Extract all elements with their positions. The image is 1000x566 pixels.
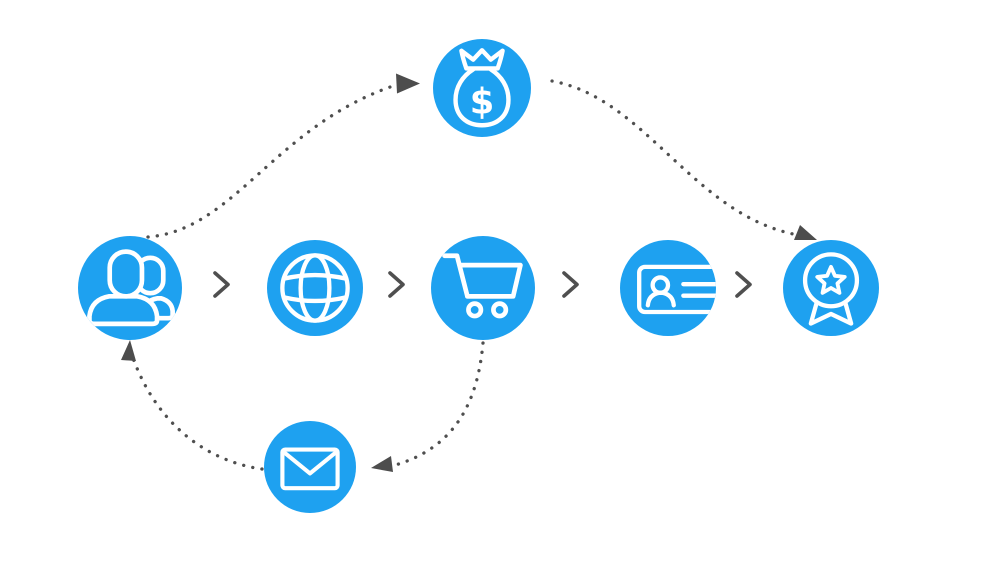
arrow-email-to-customers <box>131 356 264 471</box>
chevron-right-icon <box>735 271 752 298</box>
chevron-right-icon <box>562 271 579 298</box>
node-website <box>267 240 363 336</box>
medal-star-icon <box>802 252 860 326</box>
node-shopping-cart <box>431 236 535 340</box>
money-bag-icon: $ <box>453 48 511 128</box>
chevron-right-icon <box>213 271 230 298</box>
users-icon <box>87 249 175 327</box>
globe-icon <box>280 253 350 323</box>
arrowhead-into-reward-icon <box>794 225 817 240</box>
node-customers <box>78 236 182 340</box>
dollar-symbol: $ <box>470 81 495 122</box>
node-id-card <box>620 240 716 336</box>
arrowhead-into-money-icon <box>396 73 420 94</box>
node-reward <box>783 240 879 336</box>
chevron-right-icon <box>388 271 405 298</box>
arrow-customers-to-money <box>146 83 398 239</box>
envelope-icon <box>280 447 340 491</box>
node-email <box>264 421 356 513</box>
arrowhead-into-customers-icon <box>121 340 136 361</box>
shopping-cart-icon <box>442 253 523 319</box>
id-card-icon <box>637 264 716 315</box>
arrow-money-to-reward <box>550 79 795 236</box>
arrowhead-into-email-icon <box>371 456 393 472</box>
arrow-cart-to-email <box>390 341 485 468</box>
node-money: $ <box>433 39 531 137</box>
